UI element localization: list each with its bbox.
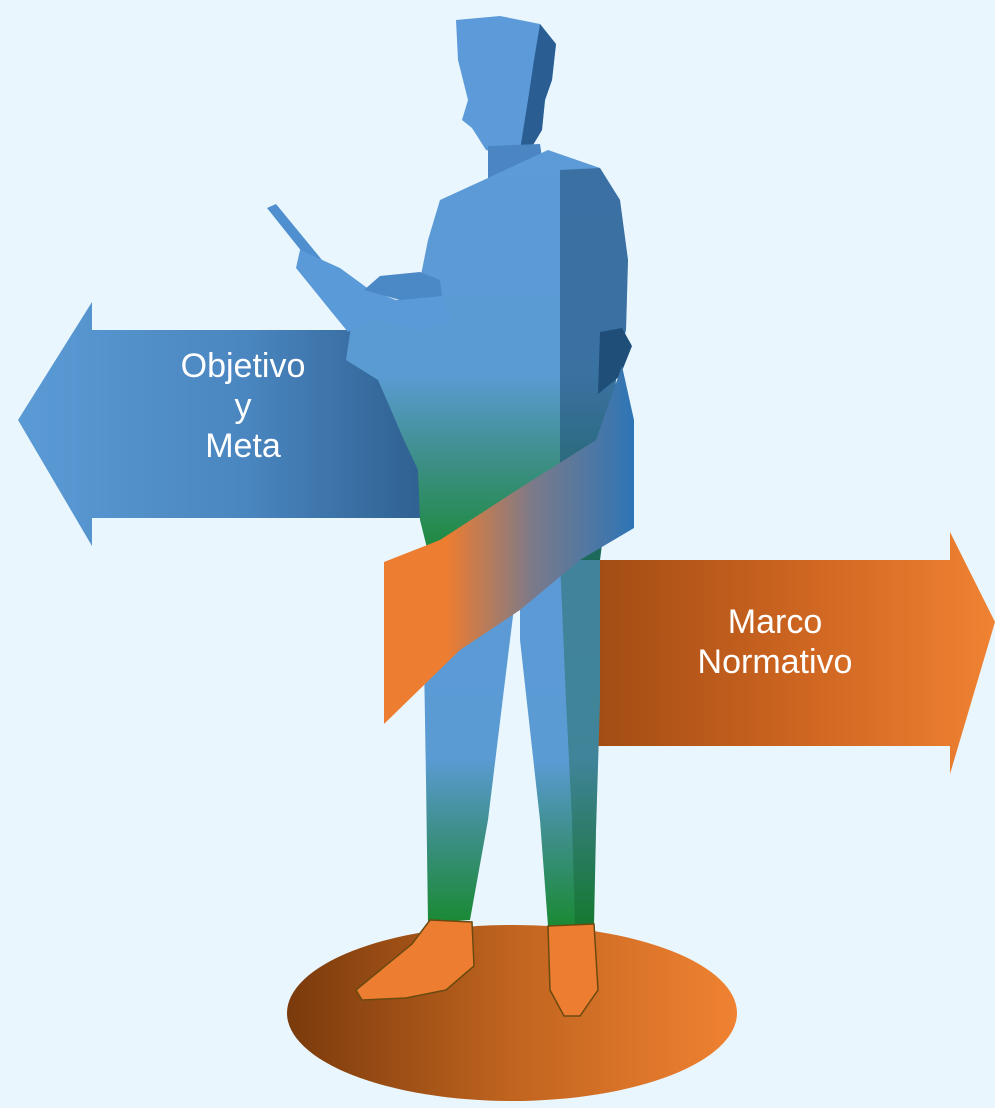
right-arrow-label: Marco Normativo: [650, 602, 900, 682]
right-arrow-label-line-2: Normativo: [697, 643, 853, 681]
right-arrow: [560, 532, 995, 774]
right-arrow-label-line-1: Marco: [727, 603, 823, 641]
left-arrow: [18, 302, 430, 546]
left-arrow-label: Objetivo y Meta: [148, 346, 338, 466]
right-shoe: [547, 923, 599, 1017]
left-arrow-label-line-2: y: [234, 387, 252, 425]
ribbon: [384, 328, 634, 724]
left-arrow-label-line-1: Objetivo: [180, 347, 306, 385]
left-shoe: [355, 919, 475, 1001]
base-ellipse: [287, 925, 737, 1101]
left-arrow-label-line-3: Meta: [205, 427, 281, 465]
